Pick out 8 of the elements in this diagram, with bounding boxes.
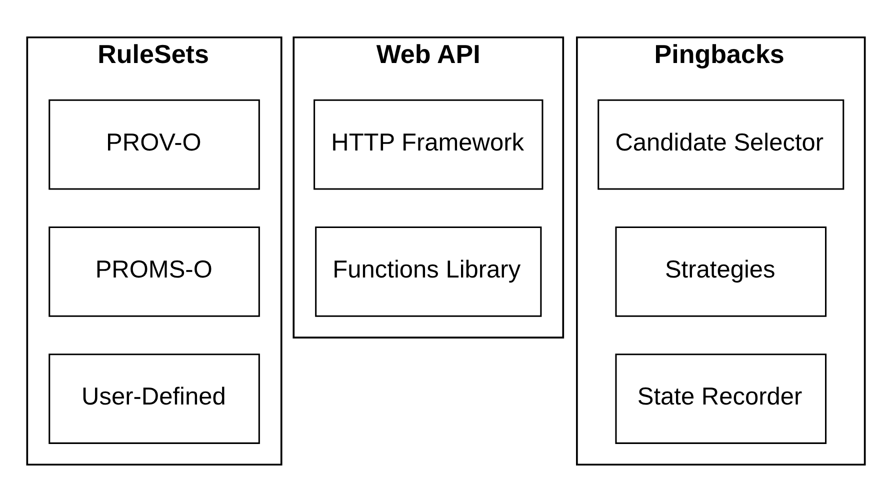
node-box: PROMS-O (48, 226, 260, 316)
node-box: Functions Library (315, 226, 542, 316)
node-box: PROV-O (48, 98, 260, 190)
node-box: Candidate Selector (598, 98, 844, 190)
node-box: State Recorder (615, 353, 827, 444)
node-box: Strategies (615, 226, 827, 316)
node-box: HTTP Framework (314, 98, 544, 190)
node-box: User-Defined (48, 353, 260, 444)
